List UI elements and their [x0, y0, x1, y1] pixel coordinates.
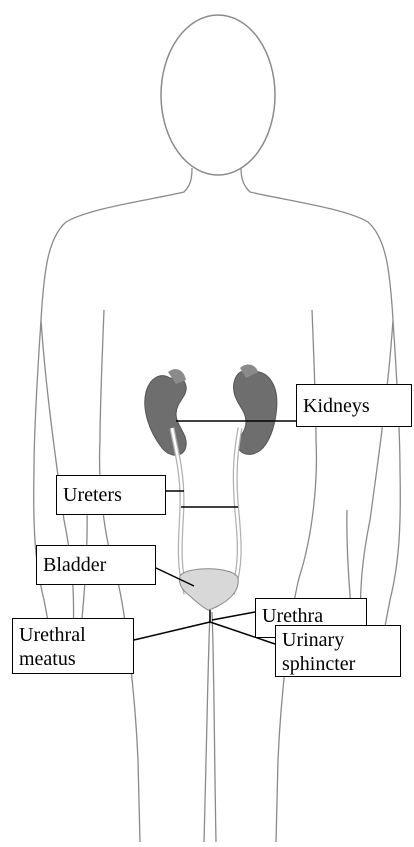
meatus-leader	[134, 622, 210, 640]
urethral-meatus-line-1: Urethral	[19, 623, 127, 647]
urethra-leader	[212, 612, 255, 620]
ureters-label: Ureters	[56, 475, 166, 515]
urethral-meatus-label: Urethral meatus	[12, 618, 134, 674]
urinary-sphincter-line-2: sphincter	[282, 652, 394, 676]
bladder	[179, 569, 238, 610]
urinary-sphincter-line-1: Urinary	[282, 628, 394, 652]
urinary-sphincter-label: Urinary sphincter	[275, 625, 401, 677]
left-kidney	[145, 369, 186, 455]
kidneys-label: Kidneys	[296, 384, 412, 427]
head-outline	[161, 15, 275, 175]
bladder-label: Bladder	[36, 545, 156, 585]
urethral-meatus-line-2: meatus	[19, 647, 127, 671]
